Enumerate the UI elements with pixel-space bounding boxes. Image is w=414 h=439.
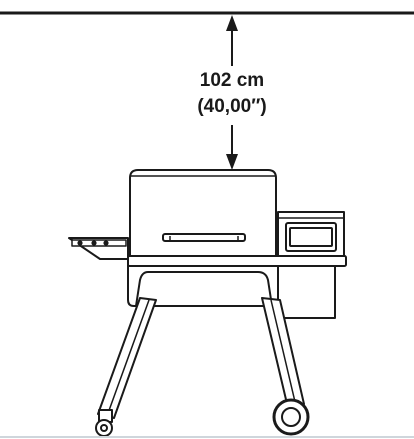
dimension-metric-label: 102 cm bbox=[200, 70, 264, 91]
controller-display bbox=[289, 227, 333, 247]
caster-wheel bbox=[95, 409, 113, 437]
arrow-down-head bbox=[226, 154, 238, 170]
left-leg bbox=[97, 297, 157, 419]
clearance-dimension-arrow bbox=[226, 15, 238, 170]
grill-lid bbox=[129, 169, 277, 259]
front-shelf-bar bbox=[127, 255, 347, 267]
side-shelf bbox=[68, 237, 132, 260]
arrow-up-head bbox=[226, 15, 238, 31]
pellet-grill bbox=[68, 169, 347, 437]
large-wheel bbox=[272, 398, 310, 436]
lid-handle bbox=[162, 233, 246, 242]
dimension-imperial-label: (40,00″) bbox=[197, 96, 266, 117]
